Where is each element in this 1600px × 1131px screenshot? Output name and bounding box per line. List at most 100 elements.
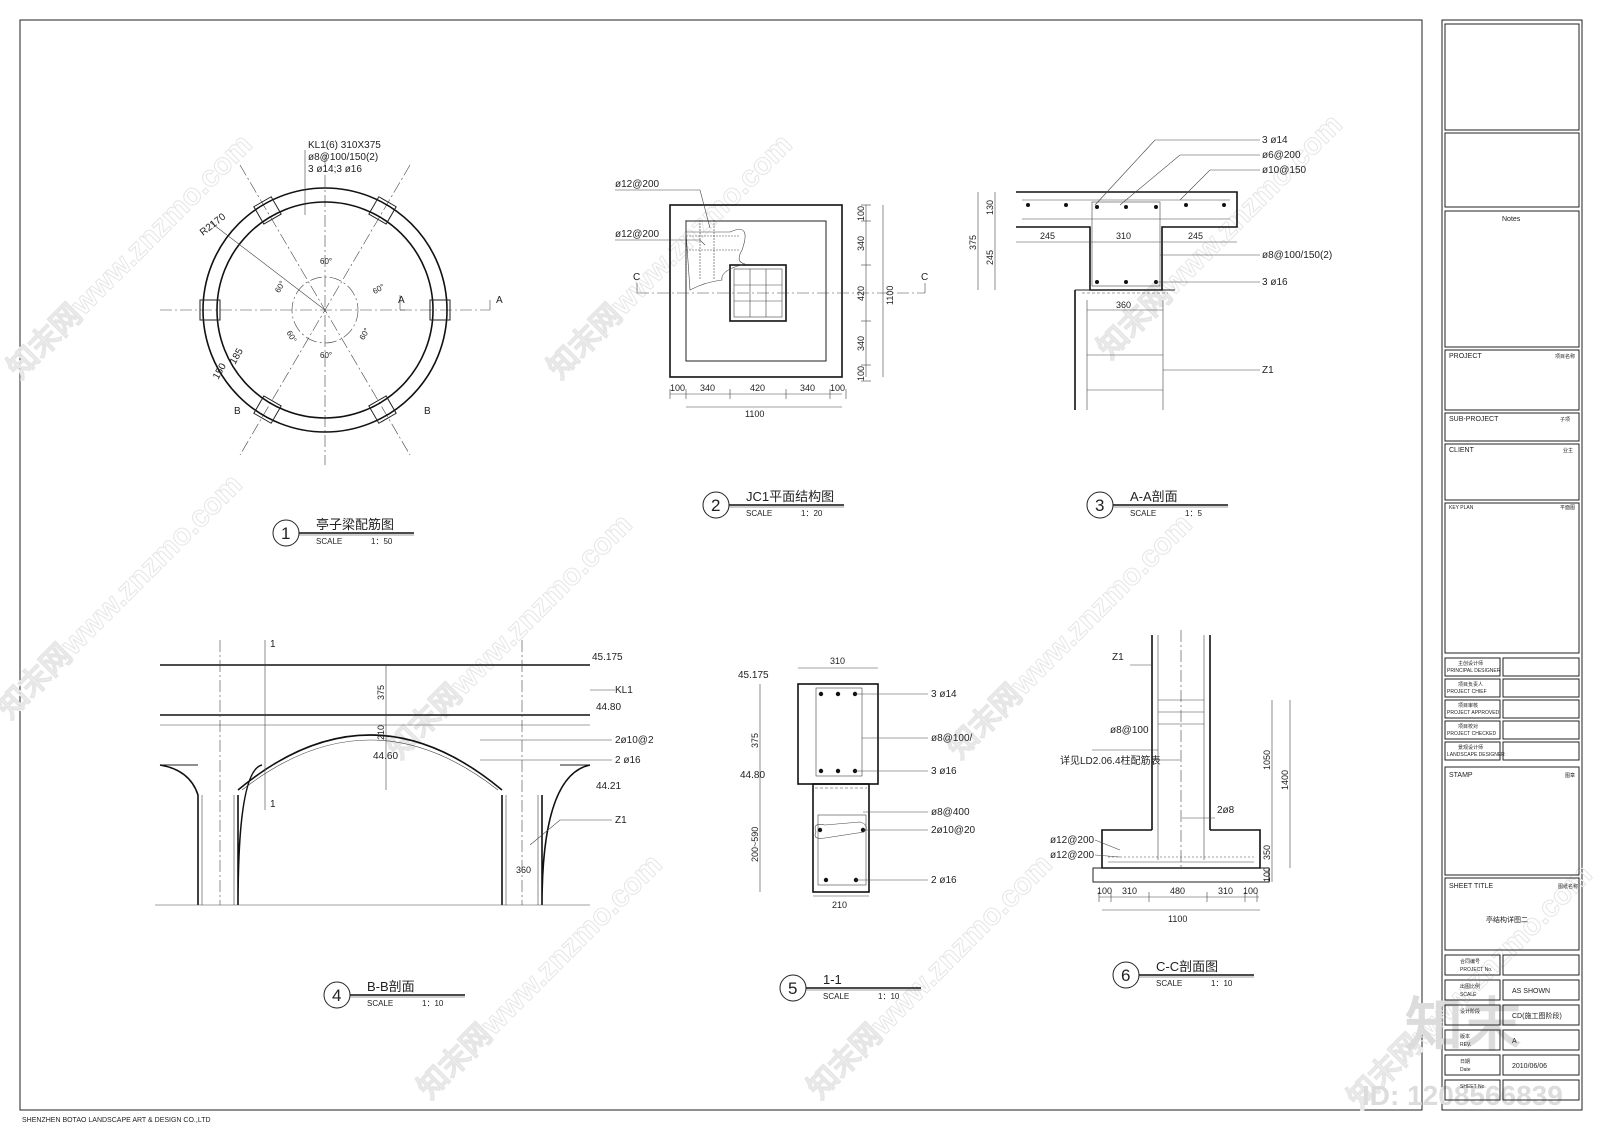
ring-columns xyxy=(199,196,451,424)
v4-elev-base: 44.21 xyxy=(596,781,621,792)
v1-angle-3: 60° xyxy=(371,282,386,296)
v5-label-mid-bars: 3 ø16 xyxy=(931,766,957,777)
v2-total-height: 1100 xyxy=(885,286,895,305)
view-title-text: 亭子梁配筋图 xyxy=(316,517,394,532)
tb-row-value: CD(施工图阶段) xyxy=(1512,1011,1562,1020)
v2-hdim-1: 340 xyxy=(700,383,715,393)
v3-dim-total: 375 xyxy=(968,235,978,250)
v5-label-tie: ø8@400 xyxy=(931,807,970,818)
v2-hdim-0: 100 xyxy=(670,383,685,393)
v2-vdim-4: 100 xyxy=(856,366,866,381)
v2-rebar-bottom: ø12@200 xyxy=(615,229,660,240)
v4-label-z1: Z1 xyxy=(615,815,627,826)
v1-beam-note: KL1(6) 310X375 xyxy=(308,140,381,151)
view-scale-label: SCALE xyxy=(823,992,849,1001)
view-scale-label: SCALE xyxy=(746,509,772,518)
view-number: 3 xyxy=(1095,496,1104,515)
v6-label-rebar-top: ø12@200 xyxy=(1050,835,1095,846)
watermark-text-6: 知末网www.znzmo.com xyxy=(942,508,1199,765)
watermark-id: ID: 1208566839 xyxy=(1362,1080,1563,1111)
v4-label-stirrup: 2ø10@2 xyxy=(615,735,654,746)
v4-elev-beam: 44.80 xyxy=(596,702,621,713)
v6-label-ref: 详见LD2.06.4柱配筋表 xyxy=(1060,754,1161,767)
v6-label-z1: Z1 xyxy=(1112,652,1124,663)
v4-dim-360: 360 xyxy=(516,865,531,875)
tb-row-cn: 设计阶段 xyxy=(1460,1008,1480,1015)
view-5-section-1-1: 310 210 375 200~590 45.175 44.80 3 ø14 ø… xyxy=(738,656,976,910)
view-6-cc-section: Z1 ø8@100 详见LD2.06.4柱配筋表 2ø8 ø12@200 ø12… xyxy=(1050,630,1291,924)
watermark-text-4: 知末网www.znzmo.com xyxy=(0,468,249,725)
v6-hdim-3: 310 xyxy=(1218,886,1233,896)
tb-row-en: Date xyxy=(1460,1067,1471,1073)
view-number: 4 xyxy=(332,986,341,1005)
tb-row-en: SCALE xyxy=(1460,992,1477,998)
v6-label-2ø8: 2ø8 xyxy=(1217,805,1235,816)
v2-section-c-right: C xyxy=(921,272,928,283)
v1-bar-note: 3 ø14;3 ø16 xyxy=(308,164,362,175)
tb-sheet-name: 亭结构详图二 xyxy=(1486,915,1528,924)
view-4-bb-section: 375 210 360 1 1 45.175 44.80 44.60 44.21… xyxy=(155,639,654,906)
tb-row-cn: 出图比例 xyxy=(1460,983,1480,990)
v3-label-stirrup-6: ø6@200 xyxy=(1262,150,1301,161)
v4-label-bars: 2 ø16 xyxy=(615,755,641,766)
tb-row-cn: 日期 xyxy=(1460,1059,1470,1065)
v5-label-top-bars: 3 ø14 xyxy=(931,689,957,700)
v1-section-b-left: B xyxy=(234,406,241,417)
v5-dim-beam: 375 xyxy=(750,733,760,748)
ring-column-2 xyxy=(368,395,397,424)
view-scale-label: SCALE xyxy=(316,537,342,546)
view-scale-value: 1：50 xyxy=(371,537,393,546)
tb-row-value: AS SHOWN xyxy=(1512,988,1550,995)
view-number: 5 xyxy=(788,979,797,998)
tb-project: PROJECT xyxy=(1449,353,1482,360)
v6-label-stirrup: ø8@100 xyxy=(1110,725,1149,736)
v1-section-b-right: B xyxy=(424,406,431,417)
v1-section-a-left: A xyxy=(398,295,405,306)
v5-elev-bottom: 44.80 xyxy=(740,770,765,781)
v4-section-1-top: 1 xyxy=(270,639,276,650)
tb-sheet-title-cn: 图纸名称 xyxy=(1558,883,1578,890)
tb-row-en: REV. xyxy=(1460,1042,1471,1048)
watermark-text-7: 知末网www.znzmo.com xyxy=(412,848,669,1105)
tb-row-cn: 合同编号 xyxy=(1460,958,1480,965)
tb-row-value: A xyxy=(1512,1038,1517,1045)
v2-hdim-3: 340 xyxy=(800,383,815,393)
v3-label-slab-bars: ø10@150 xyxy=(1262,165,1307,176)
tb-notes: Notes xyxy=(1502,216,1521,223)
view-title-text: JC1平面结构图 xyxy=(746,489,834,504)
ring-column-1 xyxy=(429,299,451,321)
v2-total-width: 1100 xyxy=(745,409,764,419)
v1-angle-2: 60° xyxy=(273,279,287,294)
tb-role-cn: 主创设计师 xyxy=(1458,660,1483,667)
v3-dim-left: 245 xyxy=(1040,231,1055,241)
tb-client: CLIENT xyxy=(1449,447,1475,454)
tb-role-en: PROJECT CHIEF xyxy=(1447,689,1487,695)
ring-column-3 xyxy=(253,395,282,424)
v2-hdim-2: 420 xyxy=(750,383,765,393)
view-scale-value: 1：20 xyxy=(801,509,823,518)
view-scale-label: SCALE xyxy=(1156,979,1182,988)
v3-label-stirrup-8: ø8@100/150(2) xyxy=(1262,250,1332,261)
v2-vdim-1: 340 xyxy=(856,236,866,251)
view-scale-value: 1：10 xyxy=(1211,979,1233,988)
tb-project-cn: 项目名称 xyxy=(1555,353,1575,360)
v6-total-width: 1100 xyxy=(1168,914,1187,924)
v5-dim-bottom: 210 xyxy=(832,900,847,910)
v3-label-top-bars: 3 ø14 xyxy=(1262,135,1288,146)
v6-hdim-1: 310 xyxy=(1122,886,1137,896)
v4-dim-210: 210 xyxy=(376,725,386,740)
v2-vdim-0: 100 xyxy=(856,206,866,221)
tb-client-cn: 业主 xyxy=(1563,447,1573,454)
tb-role-en: PROJECT APPROVED xyxy=(1447,710,1500,716)
v1-angle-5: 60° xyxy=(358,326,372,341)
v5-label-stirrup: ø8@100/ xyxy=(931,733,973,744)
